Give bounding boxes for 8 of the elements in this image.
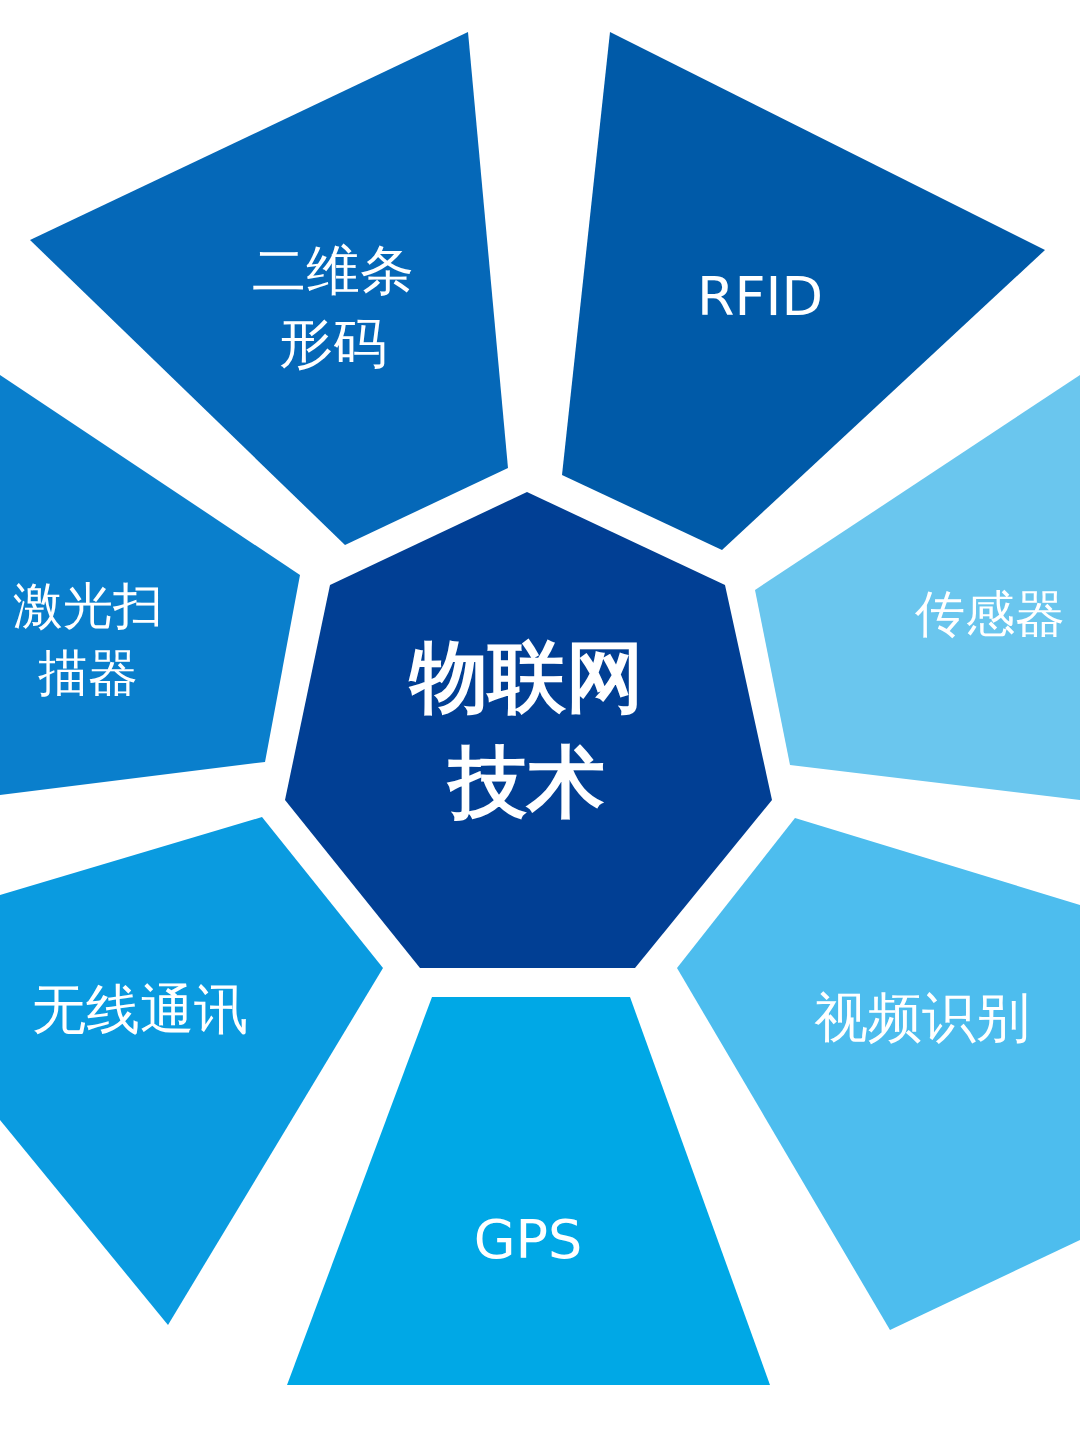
segment-label: RFID	[695, 263, 825, 330]
segment-label: GPS	[472, 1206, 584, 1273]
segment-label: 传感器	[914, 584, 1066, 645]
segment-label: 视频识别	[813, 984, 1031, 1051]
segment-label: 二维条形码	[251, 238, 415, 377]
segment-label: 激光扫描器	[12, 575, 164, 704]
center-title: 物联网技术	[407, 630, 645, 829]
segment-label: 无线通讯	[31, 976, 249, 1043]
